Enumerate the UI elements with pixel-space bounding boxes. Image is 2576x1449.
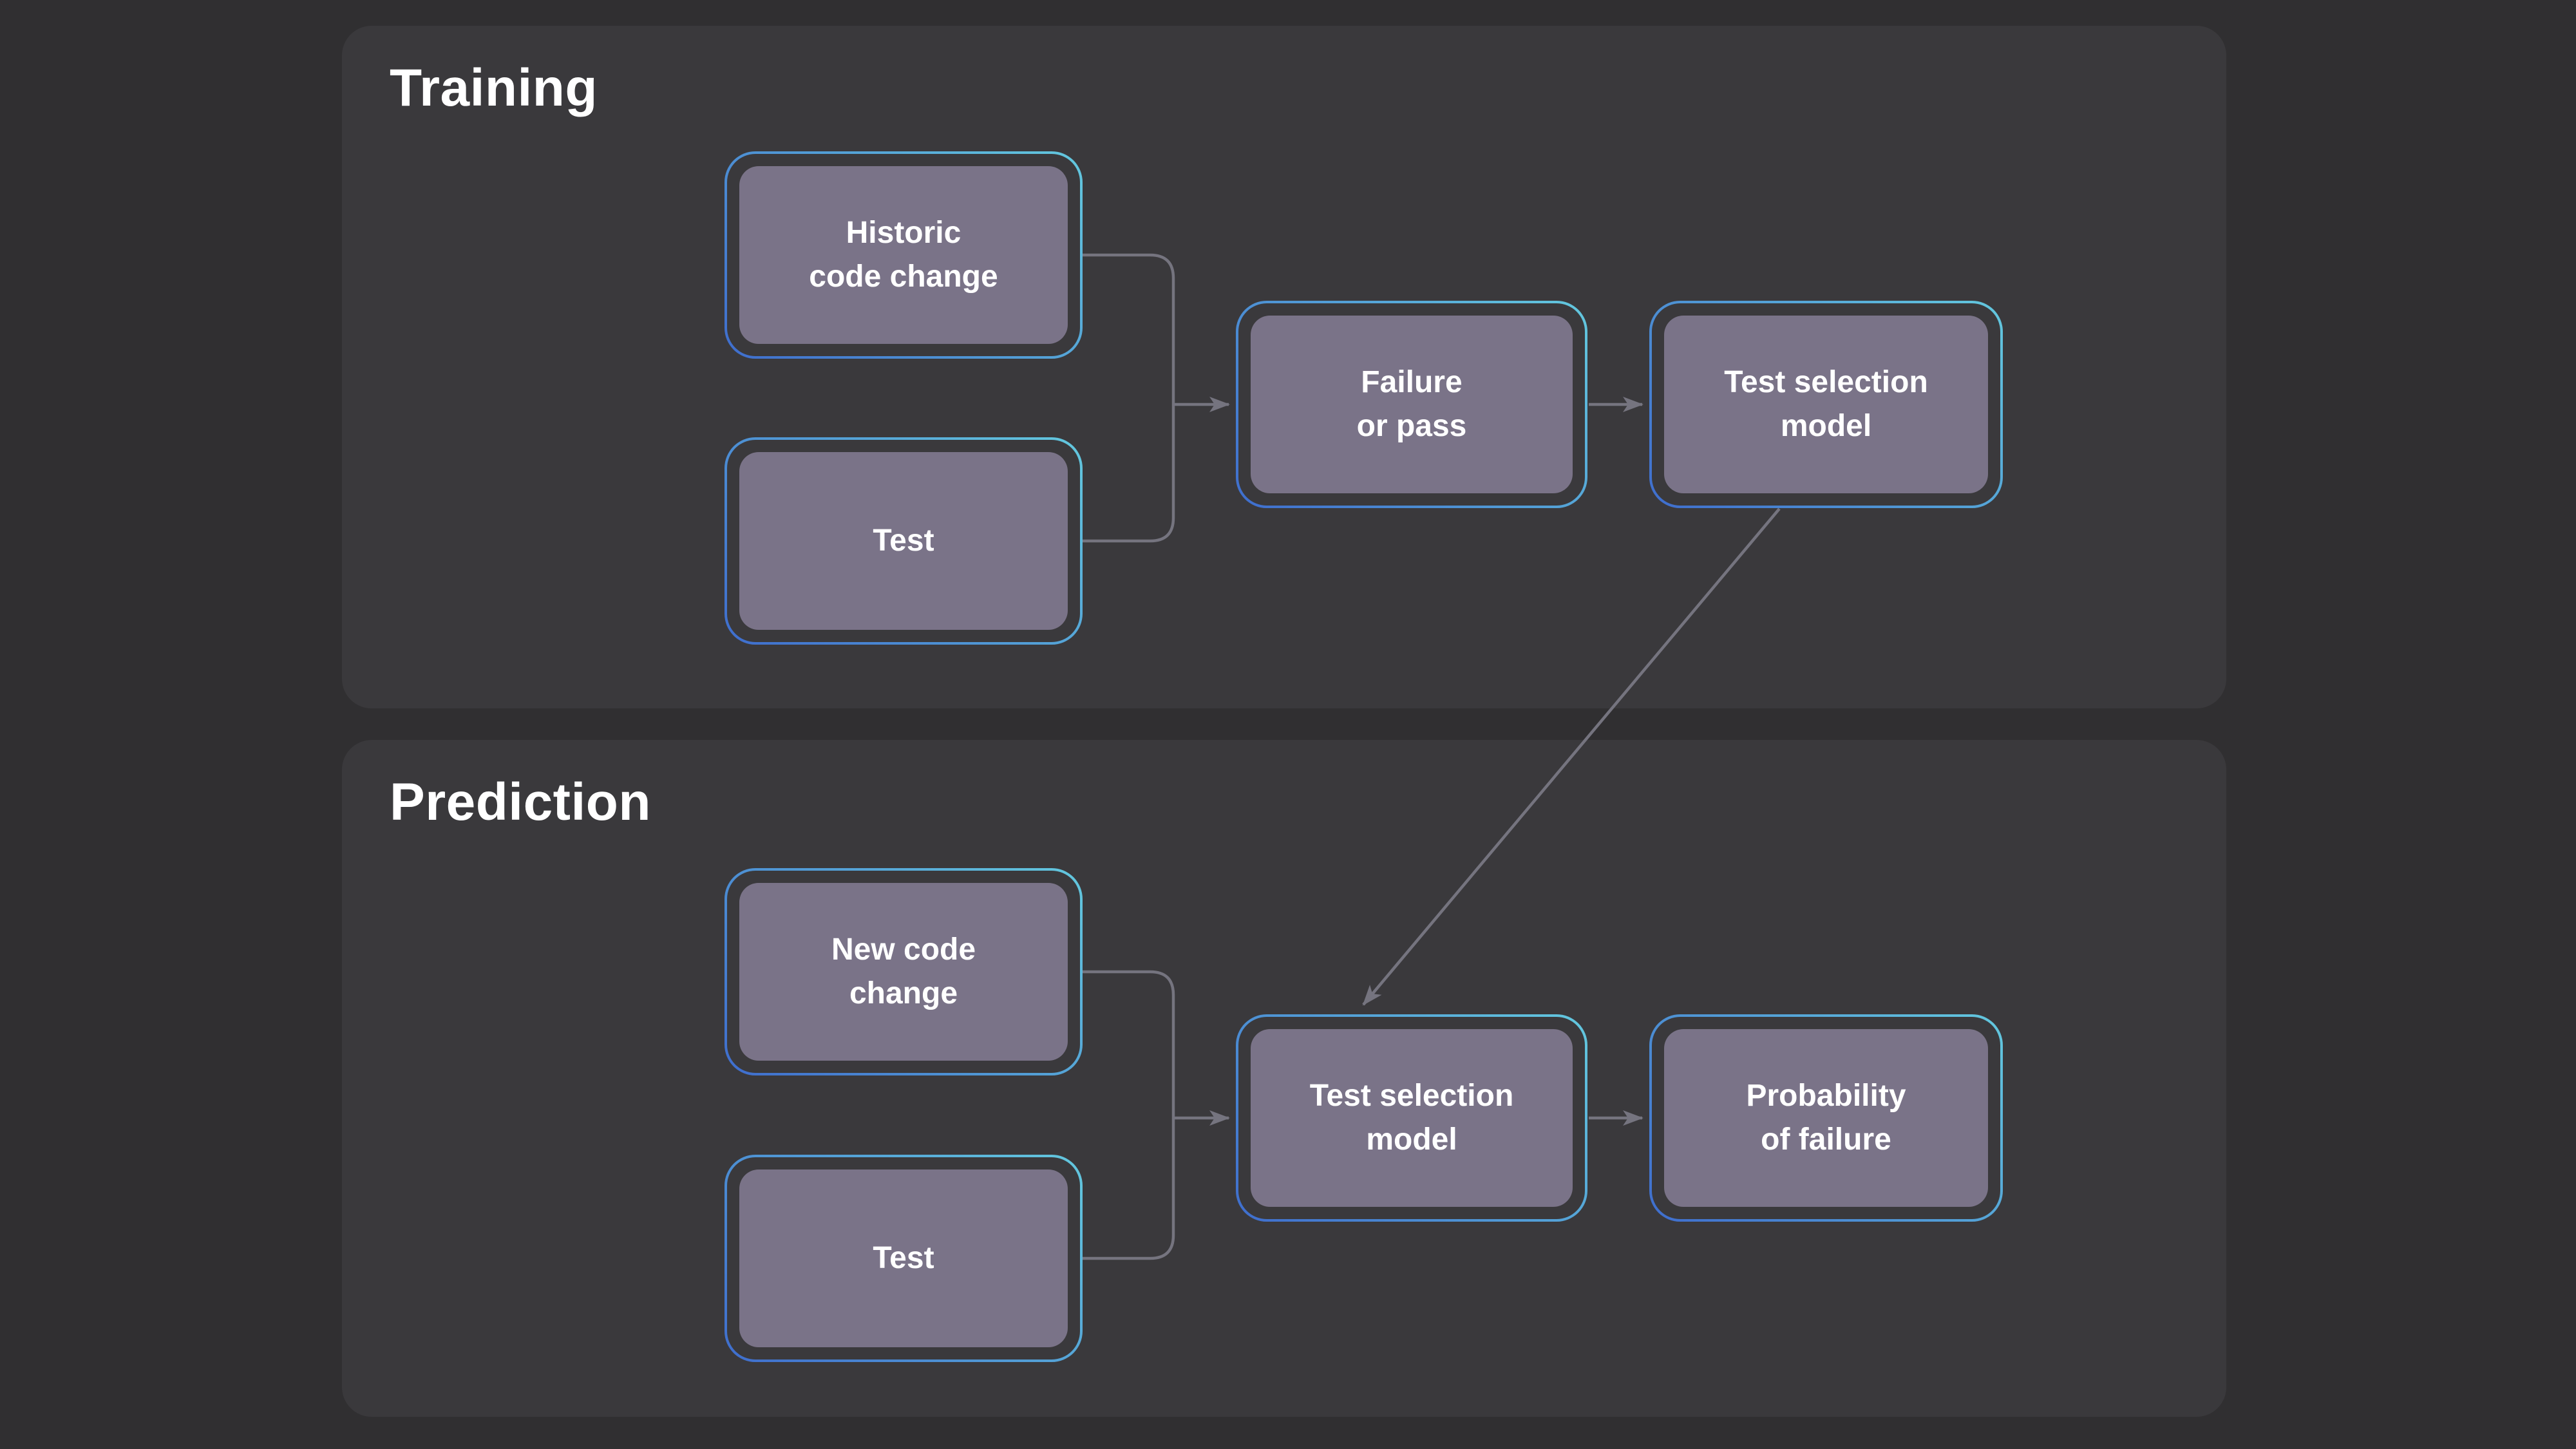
node-label: Test selection model [1724, 365, 1928, 443]
node-label: Test selection model [1309, 1078, 1514, 1157]
node-test-selection-model-training: Test selection model [1649, 301, 2003, 508]
node-label: Test [873, 523, 934, 558]
panel-title-training: Training [390, 59, 598, 117]
node-failure-or-pass-body: Failure or pass [1251, 316, 1573, 493]
node-probability-of-failure-body: Probability of failure [1664, 1029, 1988, 1207]
node-historic-code-change: Historic code change [724, 151, 1083, 359]
node-label: Historic code change [809, 215, 998, 294]
node-test-training-body: Test [739, 452, 1068, 630]
node-test-selection-model-prediction: Test selection model [1236, 1014, 1587, 1222]
node-label: Failure or pass [1356, 365, 1467, 443]
node-label: New code change [831, 932, 976, 1010]
node-new-code-change-body: New code change [739, 883, 1068, 1061]
node-historic-code-change-body: Historic code change [739, 166, 1068, 344]
node-test-prediction-body: Test [739, 1170, 1068, 1347]
node-label: Probability of failure [1746, 1078, 1906, 1157]
node-probability-of-failure: Probability of failure [1649, 1014, 2003, 1222]
node-new-code-change: New code change [724, 868, 1083, 1075]
node-test-selection-model-training-body: Test selection model [1664, 316, 1988, 493]
node-label: Test [873, 1240, 934, 1275]
node-failure-or-pass: Failure or pass [1236, 301, 1587, 508]
node-test-training: Test [724, 437, 1083, 645]
panel-title-prediction: Prediction [390, 773, 651, 831]
node-test-selection-model-prediction-body: Test selection model [1251, 1029, 1573, 1207]
node-test-prediction: Test [724, 1155, 1083, 1362]
